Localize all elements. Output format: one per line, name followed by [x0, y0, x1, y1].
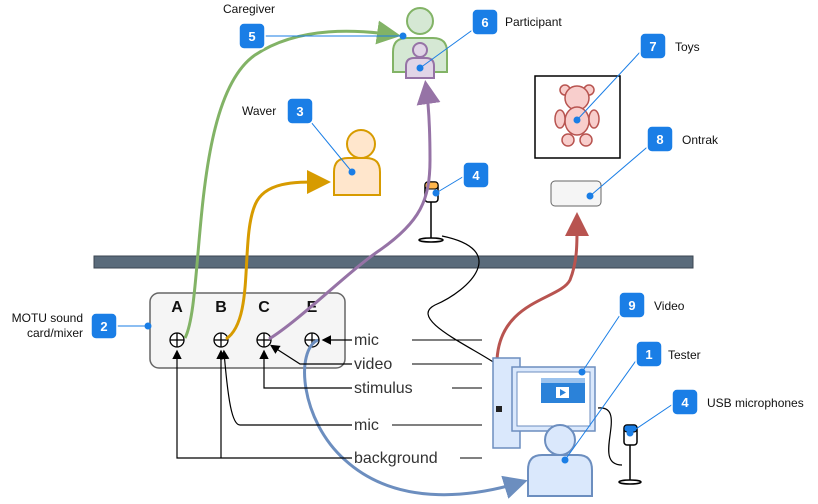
svg-text:8: 8: [656, 132, 663, 147]
svg-text:1: 1: [645, 347, 652, 362]
arrow-stimulus-to-c: [259, 349, 352, 389]
port-label-a: A: [171, 299, 183, 316]
leader-8: [589, 142, 653, 197]
anchor-dot-2: [144, 322, 152, 330]
cable-to-waver: [225, 169, 331, 341]
callout-label-ontrak: Ontrak: [682, 133, 719, 147]
signal-label-background: background: [354, 450, 438, 467]
anchor-dot-7: [573, 116, 581, 124]
monitor-icon: [511, 366, 596, 432]
motu-mixer-box: [149, 292, 346, 369]
callout-badge-9[interactable]: 9: [618, 291, 646, 319]
anchor-dot-8: [586, 192, 594, 200]
usb-mic-cable: [597, 407, 623, 466]
svg-text:4: 4: [681, 395, 689, 410]
callout-label-participant: Participant: [505, 15, 562, 29]
port-a-jack-icon: [169, 332, 185, 348]
port-label-b: B: [215, 299, 227, 316]
callout-label-toys: Toys: [675, 40, 700, 54]
arrow-background-to-a: [172, 349, 352, 459]
signal-label-mic-top: mic: [354, 332, 379, 349]
tester-figure: [527, 424, 593, 497]
anchor-dot-9: [578, 368, 586, 376]
anchor-dot-5: [399, 32, 407, 40]
callout-label-video: Video: [654, 299, 685, 313]
cable-to-tester: [303, 338, 528, 499]
svg-text:5: 5: [248, 29, 255, 44]
callout-label-tester: Tester: [668, 348, 701, 362]
arrow-video-to-c: [269, 344, 352, 365]
leader-9: [581, 308, 625, 373]
svg-text:3: 3: [296, 104, 303, 119]
callout-badge-2[interactable]: 2: [90, 312, 118, 340]
cable-to-ontrak: [495, 212, 590, 361]
callout-badge-6[interactable]: 6: [471, 8, 499, 36]
signal-label-video: video: [354, 356, 392, 373]
callout-badge-4-wall-mic[interactable]: 4: [462, 161, 490, 189]
anchor-dot-1: [561, 456, 569, 464]
ontrak-device: [550, 180, 602, 207]
leader-4a: [435, 174, 467, 194]
svg-text:2: 2: [100, 319, 107, 334]
callout-badge-4-usb-mic[interactable]: 4: [671, 388, 699, 416]
port-c-jack-icon: [256, 332, 272, 348]
leader-3: [305, 115, 353, 173]
signal-label-mic-bottom: mic: [354, 417, 379, 434]
callout-label-caregiver: Caregiver: [223, 2, 275, 16]
callout-badge-5[interactable]: 5: [238, 22, 266, 50]
waver-figure: [333, 129, 381, 196]
callout-label-motu-line1: MOTU sound: [12, 311, 83, 325]
leader-1: [564, 354, 641, 461]
callout-label-waver: Waver: [242, 104, 276, 118]
callout-label-motu-line2: card/mixer: [27, 326, 83, 340]
cable-to-participant: [268, 80, 441, 341]
port-label-c: C: [258, 299, 270, 316]
svg-text:4: 4: [472, 168, 480, 183]
svg-text:9: 9: [628, 298, 635, 313]
callout-badge-3[interactable]: 3: [286, 97, 314, 125]
callout-label-usb-mic: USB microphones: [707, 396, 804, 410]
svg-text:6: 6: [481, 15, 488, 30]
divider-wall: [93, 255, 694, 269]
anchor-dot-3: [348, 168, 356, 176]
callout-badge-1[interactable]: 1: [635, 340, 663, 368]
port-b-jack-icon: [213, 332, 229, 348]
arrow-mic-to-b: [219, 349, 352, 426]
callout-badge-7[interactable]: 7: [639, 32, 667, 60]
leader-4b: [629, 401, 677, 434]
callout-badge-8[interactable]: 8: [646, 125, 674, 153]
leader-7: [576, 49, 643, 121]
signal-label-stimulus: stimulus: [354, 380, 413, 397]
cable-to-caregiver: [183, 20, 401, 339]
mic-cable: [427, 235, 506, 371]
anchor-dot-4a: [432, 189, 440, 197]
anchor-dot-4b: [626, 429, 634, 437]
svg-text:7: 7: [649, 39, 656, 54]
anchor-dot-6: [416, 64, 424, 72]
leader-6: [419, 25, 479, 69]
